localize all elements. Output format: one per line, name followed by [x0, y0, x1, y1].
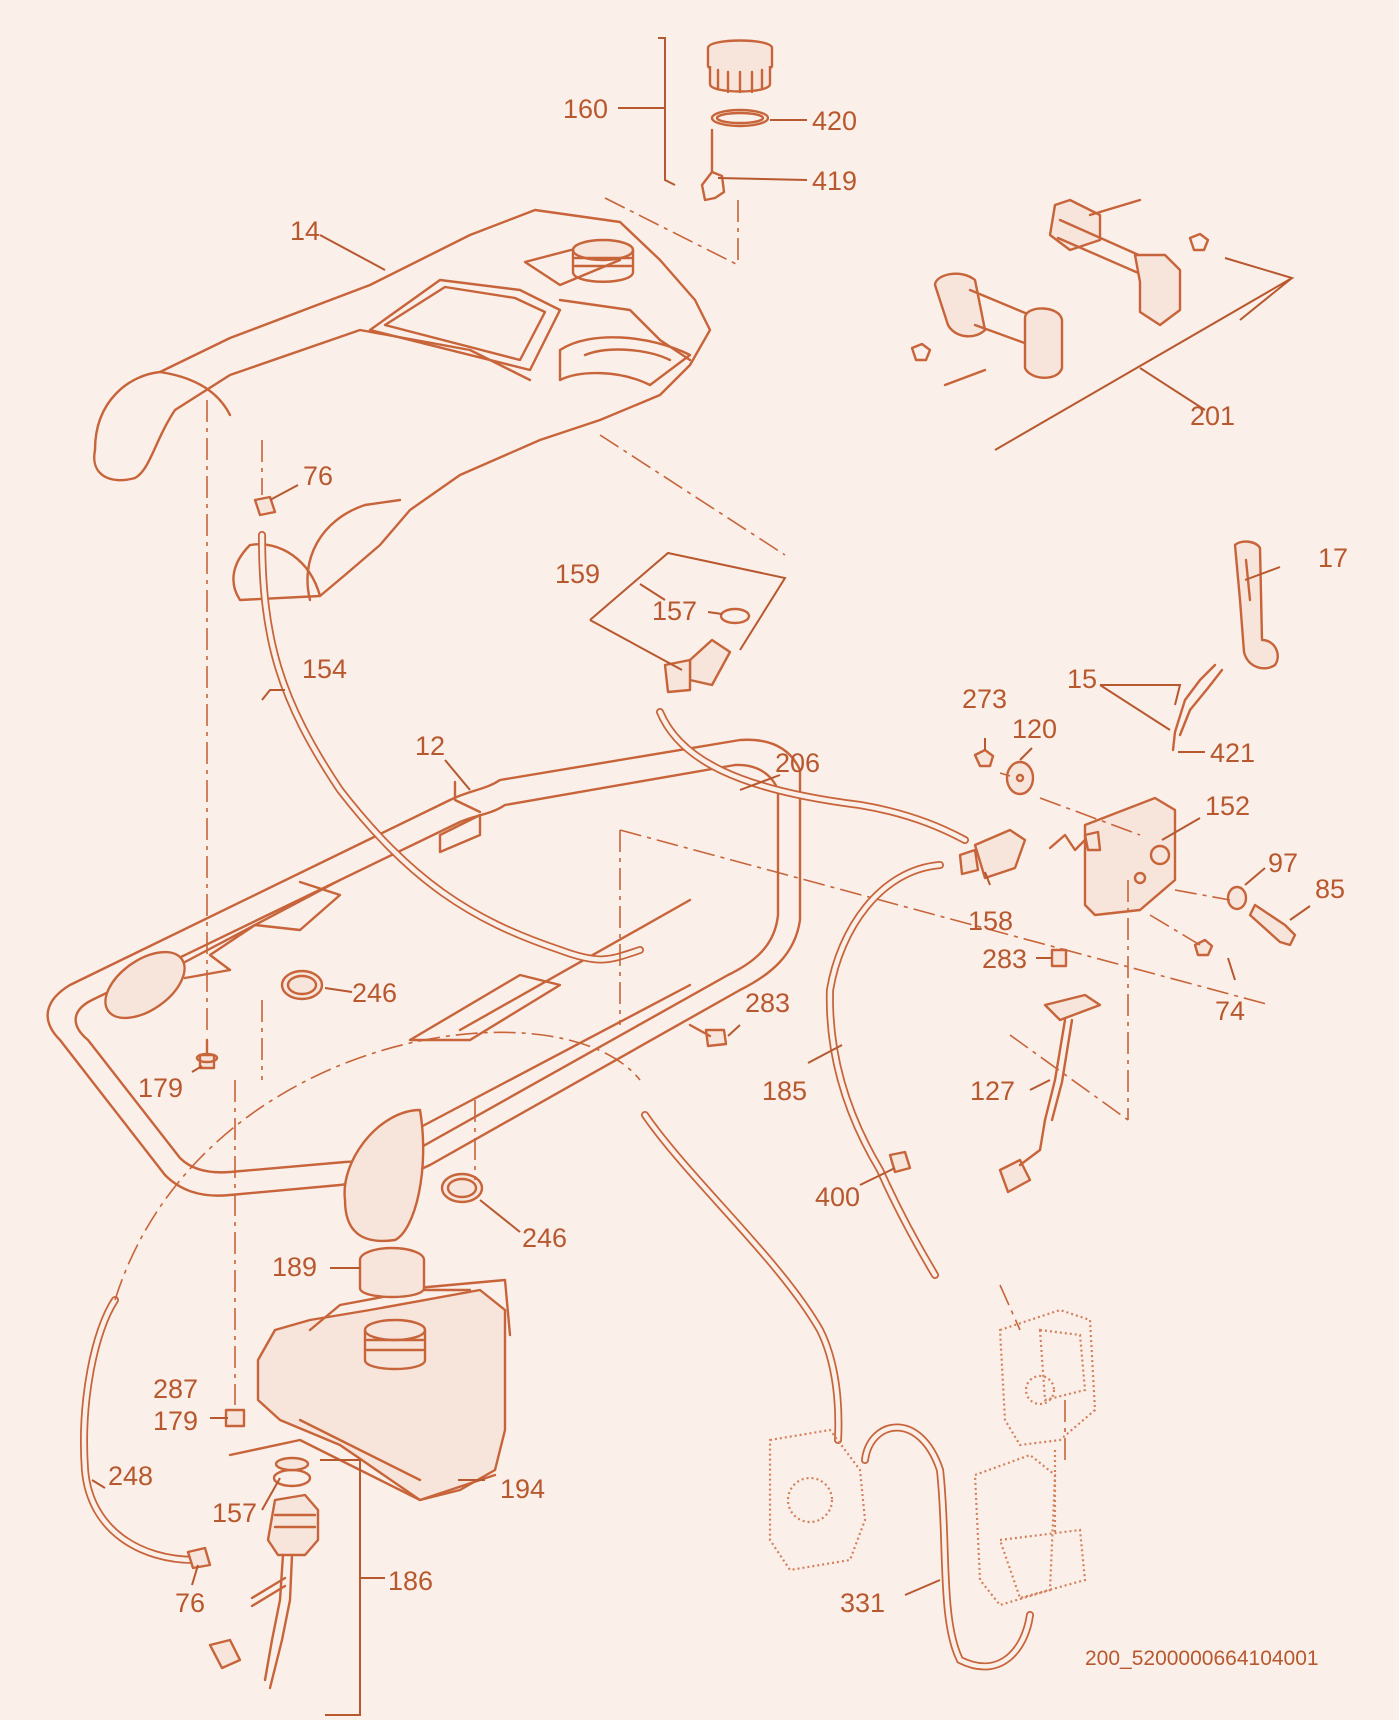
callout-185: 185 [762, 1076, 807, 1106]
fuel-pickup [208, 1408, 320, 1690]
callout-287: 287 [153, 1374, 198, 1404]
callout-17: 17 [1318, 543, 1348, 573]
callout-273: 273 [962, 684, 1007, 714]
nut-273 [973, 748, 995, 768]
callout-14: 14 [290, 216, 320, 246]
callout-206: 206 [775, 748, 820, 778]
hose-coupler-400 [888, 1150, 912, 1174]
frame [46, 738, 802, 1243]
callout-85: 85 [1315, 874, 1345, 904]
clip-76-upper [253, 495, 277, 517]
screw-283-frame [688, 1023, 728, 1048]
screw-179-upper [195, 1038, 219, 1070]
callout-248: 248 [108, 1461, 153, 1491]
screw-283-bracket [1050, 948, 1068, 968]
callout-152: 152 [1205, 791, 1250, 821]
reference-engine-parts [768, 1308, 1097, 1607]
callout-179-upper: 179 [138, 1073, 183, 1103]
callout-179-lower: 179 [153, 1406, 198, 1436]
fuel-cap-assembly [700, 39, 774, 202]
callout-283-lower: 283 [745, 988, 790, 1018]
hood-cover [93, 208, 712, 602]
fuel-tank [228, 1246, 512, 1502]
hose-clamp-lower [440, 1172, 484, 1204]
fuel-hoses [80, 531, 1034, 1671]
washer-97 [1226, 885, 1248, 911]
callout-numbers: 160 420 419 14 201 76 17 159 157 154 15 … [108, 94, 1348, 1670]
callout-15: 15 [1067, 664, 1097, 694]
callout-246-lower: 246 [522, 1223, 567, 1253]
callout-154: 154 [302, 654, 347, 684]
callout-120: 120 [1012, 714, 1057, 744]
callout-400: 400 [815, 1182, 860, 1212]
callout-74: 74 [1215, 996, 1245, 1026]
callout-157-upper: 157 [652, 596, 697, 626]
fuel-valve [958, 828, 1027, 880]
callout-12: 12 [415, 731, 445, 761]
callout-76-upper: 76 [303, 461, 333, 491]
vent-connector [589, 551, 787, 694]
screw-179-lower [224, 1408, 246, 1428]
bolt-85 [1248, 903, 1297, 947]
callout-420: 420 [812, 106, 857, 136]
callout-159: 159 [555, 559, 600, 589]
callout-246-upper: 246 [352, 978, 397, 1008]
reference-lines [114, 197, 1271, 1460]
callout-201: 201 [1190, 401, 1235, 431]
callout-127: 127 [970, 1076, 1015, 1106]
callout-76-lower: 76 [175, 1588, 205, 1618]
callout-421: 421 [1210, 738, 1255, 768]
callout-160: 160 [563, 94, 608, 124]
drawing-code: 200_5200000664104001 [1085, 1647, 1319, 1670]
nut-74 [1193, 938, 1214, 957]
mounting-plate [1048, 796, 1177, 917]
callout-189: 189 [272, 1252, 317, 1282]
callout-194: 194 [500, 1474, 545, 1504]
handle-bracket [910, 198, 1295, 451]
callout-186: 186 [388, 1566, 433, 1596]
callout-283-upper: 283 [982, 944, 1027, 974]
leader-lines [91, 37, 1311, 1716]
callout-419: 419 [812, 166, 857, 196]
callout-158: 158 [968, 906, 1013, 936]
washer-120 [1005, 760, 1035, 796]
callout-157-lower: 157 [212, 1498, 257, 1528]
callout-97: 97 [1268, 848, 1298, 878]
callout-331: 331 [840, 1588, 885, 1618]
sensor-127 [998, 993, 1102, 1194]
clip-76-lower [186, 1546, 212, 1570]
throttle-lever [1171, 540, 1279, 752]
hose-clamp-upper [280, 969, 324, 1001]
